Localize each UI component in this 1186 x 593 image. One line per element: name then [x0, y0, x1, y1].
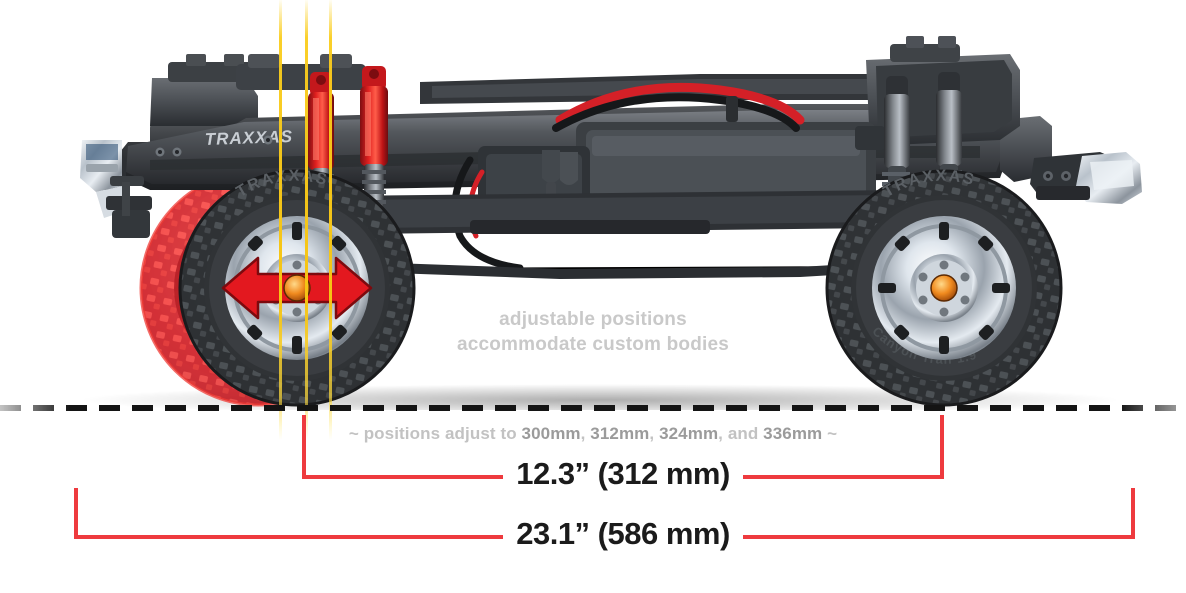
adjustment-guide-line-2 [305, 0, 308, 440]
adjustment-guide-line-1 [279, 0, 282, 440]
adjustment-guide-line-3 [329, 0, 332, 440]
ground-reference-line [0, 405, 1186, 411]
adjustable-positions-callout: adjustable positions accommodate custom … [0, 307, 1186, 357]
double-arrow-icon [221, 256, 373, 320]
position-value-4: 336mm [763, 424, 823, 443]
position-value-1: 300mm [521, 424, 581, 443]
positions-prefix: ~ positions adjust to [348, 424, 522, 443]
wheelbase-tick-right [940, 415, 944, 479]
callout-line-2: accommodate custom bodies [456, 334, 730, 355]
overall-length-label: 23.1” (586 mm) [503, 515, 743, 552]
positions-suffix: ~ [822, 424, 838, 443]
wheelbase-label: 12.3” (312 mm) [503, 455, 743, 492]
positions-join-2: , [649, 424, 660, 443]
overall-length-tick-right [1131, 488, 1135, 539]
positions-join-3: , and [718, 424, 764, 443]
positions-adjust-note: ~ positions adjust to 300mm, 312mm, 324m… [0, 424, 1186, 444]
wheelbase-tick-left [302, 415, 306, 479]
product-photo-chassis: TRAXXAS [80, 36, 1142, 410]
callout-line-1: adjustable positions [499, 309, 687, 330]
svg-text:TRAXXAS: TRAXXAS [204, 127, 293, 149]
positions-join-1: , [580, 424, 591, 443]
overall-length-tick-left [74, 488, 78, 539]
position-value-2: 312mm [590, 424, 650, 443]
position-value-3: 324mm [659, 424, 719, 443]
